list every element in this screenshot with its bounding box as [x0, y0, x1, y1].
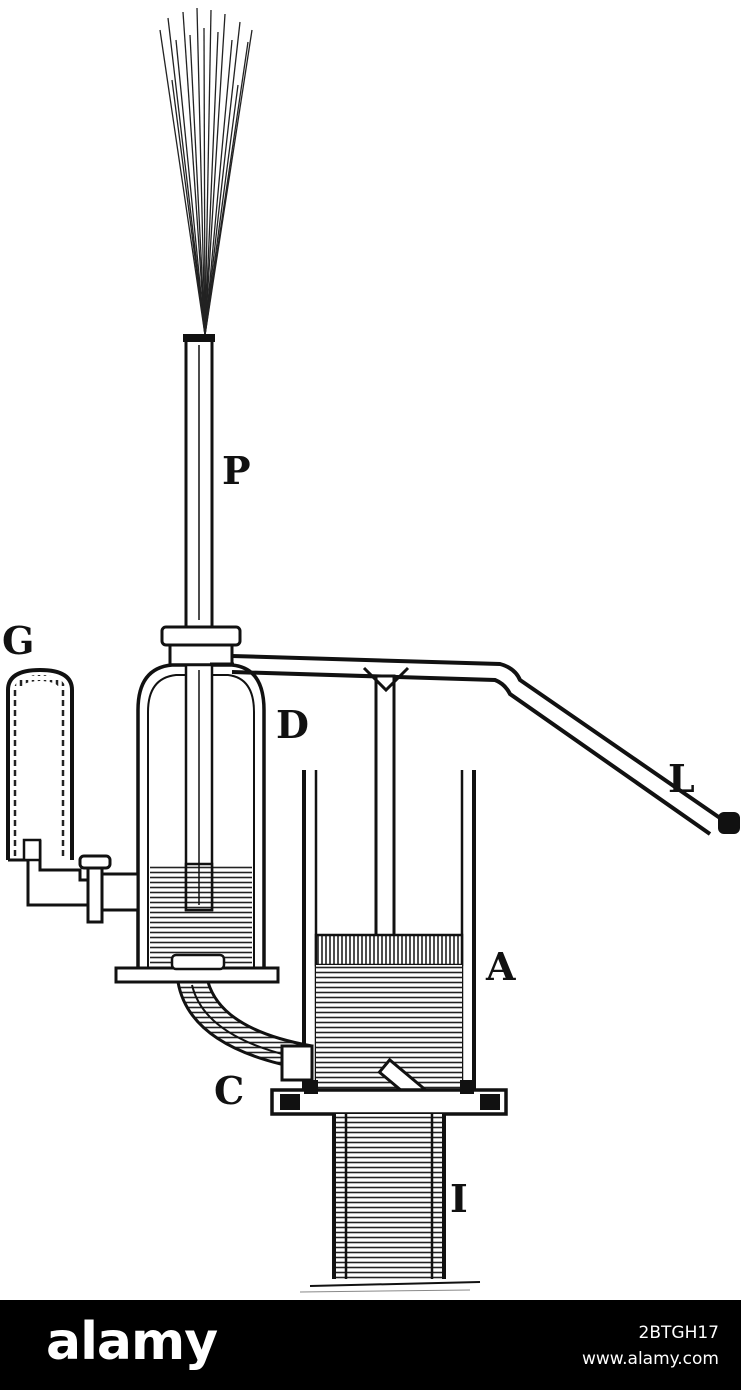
- gauge-tube: [6, 667, 96, 907]
- watermark-bar: alamy 2BTGH17 www.alamy.com: [0, 1300, 741, 1390]
- suction-pipe: [299, 1114, 481, 1293]
- pump-lever: [210, 654, 740, 836]
- image-id: 2BTGH17: [638, 1323, 719, 1343]
- label-g: G: [2, 618, 35, 663]
- water-jet: [159, 7, 253, 336]
- discharge-pipe: [183, 334, 215, 630]
- fire-pump-diagram: [6, 7, 740, 1293]
- label-d: D: [276, 702, 309, 747]
- site-url: www.alamy.com: [581, 1349, 719, 1369]
- label-c: C: [214, 1068, 245, 1113]
- label-p: P: [222, 448, 251, 493]
- piston-rod: [362, 666, 410, 938]
- label-a: A: [486, 944, 516, 989]
- stopcock: [78, 854, 140, 924]
- air-chamber: [114, 663, 280, 984]
- barrel-flange: [270, 1080, 508, 1116]
- connecting-pipe: [176, 980, 314, 1082]
- image-info: 2BTGH17 www.alamy.com: [582, 1320, 719, 1372]
- brand-logo: alamy: [46, 1312, 218, 1372]
- air-chamber-cap: [160, 625, 242, 667]
- label-l: L: [668, 756, 695, 801]
- label-i: I: [450, 1176, 468, 1221]
